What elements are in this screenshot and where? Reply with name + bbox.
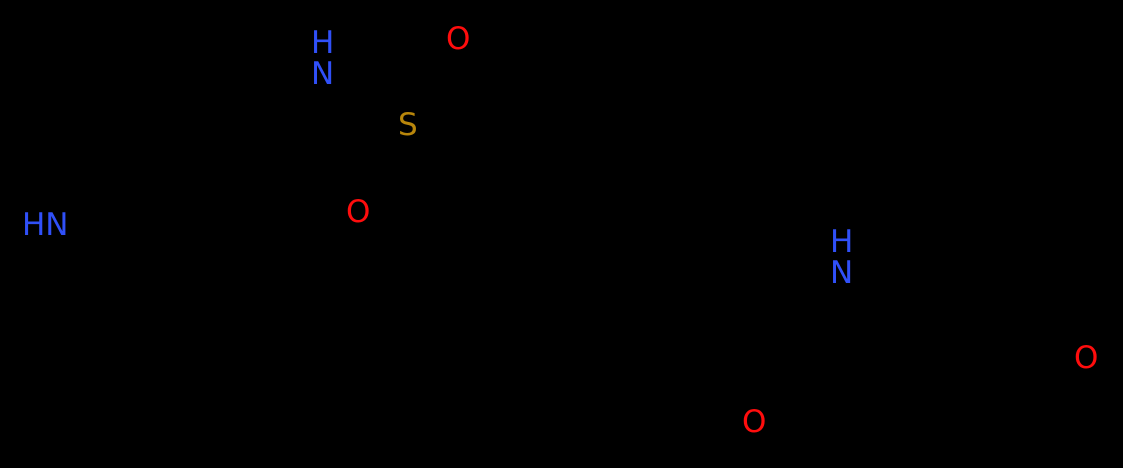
atom-amide-nh: H N (830, 227, 853, 289)
amide-n: N (830, 255, 854, 291)
sulfonamide-h: H (311, 25, 335, 61)
atom-pyrrolidine-nh: HN (22, 207, 69, 243)
atom-sulfur: S (398, 107, 418, 143)
atom-sulfonyl-oxygen-bottom: O (346, 194, 371, 230)
atom-sulfonyl-oxygen-top: O (446, 21, 471, 57)
amide-h: H (830, 224, 854, 260)
atom-sulfonamide-nh: H N (311, 28, 334, 90)
sulfonamide-n: N (311, 56, 335, 92)
atom-oxetane-oxygen: O (1074, 340, 1099, 376)
atom-amide-oxygen: O (742, 404, 767, 440)
